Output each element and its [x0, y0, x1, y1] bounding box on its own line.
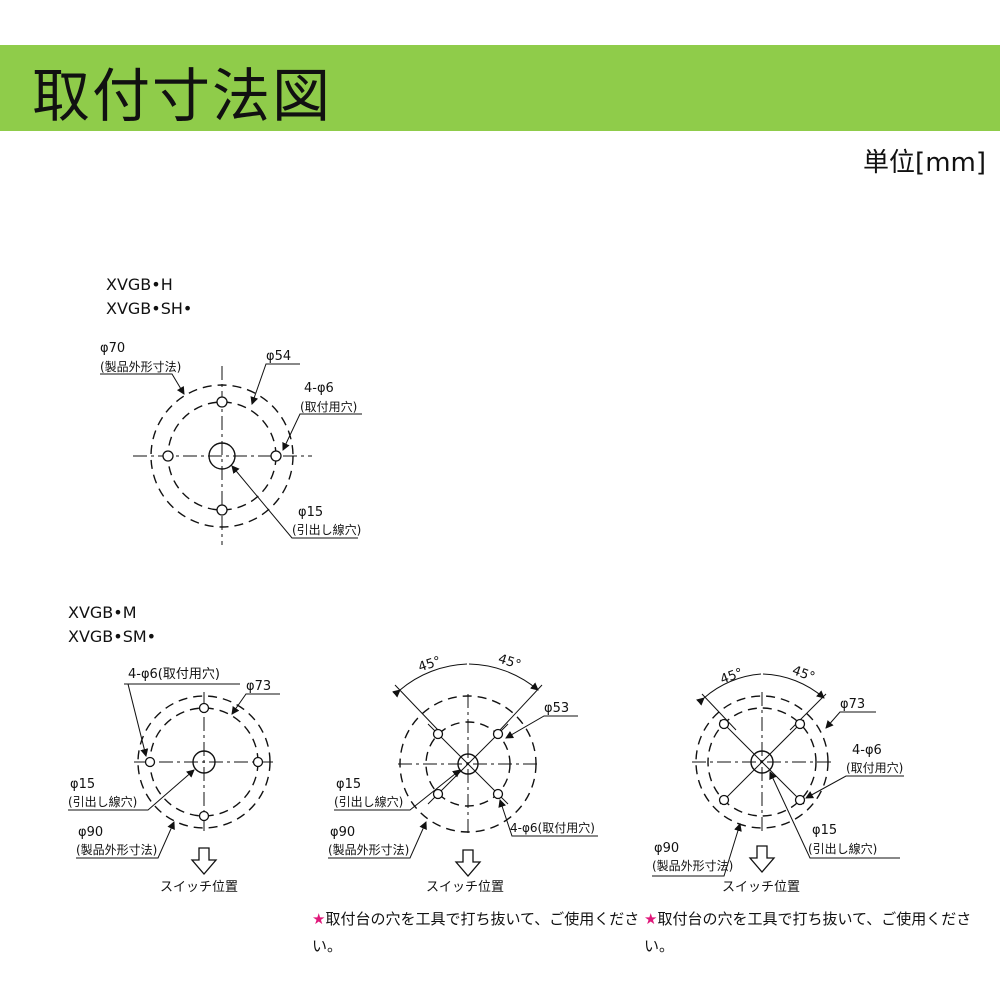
mounting-hole: [216, 504, 228, 516]
phi90-note: (製品外形寸法): [652, 859, 733, 873]
mounting-hole: [252, 756, 264, 768]
phi15-note: (引出し線穴): [292, 522, 361, 537]
mounting-hole: [432, 728, 444, 740]
mounting-hole: [492, 788, 504, 800]
mounting-hole: [718, 718, 730, 730]
angle-label-left: 45°: [416, 654, 443, 675]
diagram-1: XVGB•H XVGB•SH• φ70 (製品外形寸法) φ54 4-φ6 (取…: [100, 275, 362, 545]
leader-phi15: [231, 465, 358, 539]
switch-position-label: スイッチ位置: [426, 880, 504, 895]
phi73-label: φ73: [246, 679, 271, 694]
leader-phi70: [100, 373, 185, 395]
angle-arc-right: [762, 673, 825, 699]
note-text: 取付台の穴を工具で打ち抜いて、ご使用ください。: [644, 910, 972, 955]
phi15-note: (引出し線穴): [68, 794, 137, 809]
leader-holes: [805, 775, 904, 799]
phi70-label: φ70: [100, 341, 125, 356]
mounting-hole: [718, 794, 730, 806]
phi90-label: φ90: [654, 841, 679, 856]
leader-holes: [498, 799, 598, 837]
phi70-note: (製品外形寸法): [100, 360, 181, 374]
holes-note: (取付用穴): [846, 760, 903, 775]
holes-label: 4-φ6(取付用穴): [510, 820, 595, 835]
star-mark: ★: [312, 910, 326, 928]
mounting-hole: [198, 810, 210, 822]
angle-label-right: 45°: [790, 663, 817, 685]
page-title: 取付寸法図: [32, 62, 333, 130]
mounting-hole: [162, 450, 174, 462]
leader-phi90: [76, 821, 175, 859]
note-text: 取付台の穴を工具で打ち抜いて、ご使用ください。: [312, 910, 640, 955]
phi15-label: φ15: [70, 777, 95, 792]
diagram-3: 45° 45° φ53 φ15 (引出し線穴) 4-φ6(取付用穴) φ90 (…: [328, 652, 598, 895]
phi90-label: φ90: [330, 825, 355, 840]
angle-label-right: 45°: [496, 652, 523, 673]
mounting-hole: [198, 702, 210, 714]
cable-hole: [192, 750, 216, 774]
leader-holes: [127, 683, 149, 757]
leader-phi90: [652, 823, 742, 877]
mounting-hole: [794, 718, 806, 730]
switch-position-arrow: [748, 845, 776, 873]
phi15-note: (引出し線穴): [334, 794, 403, 809]
diagonal-line: [719, 719, 805, 805]
leader-phi53: [505, 715, 578, 739]
angle-arc-right: [468, 663, 539, 691]
model-name: XVGB•M: [68, 603, 137, 622]
phi54-label: φ54: [266, 349, 291, 364]
leader-phi90: [328, 821, 427, 859]
leader-phi54: [250, 363, 300, 405]
angle-ext-right: [499, 684, 543, 731]
mounting-hole: [492, 728, 504, 740]
switch-position-arrow: [454, 849, 482, 877]
punch-out-note: ★取付台の穴を工具で打ち抜いて、ご使用ください。: [644, 906, 974, 960]
holes-label: 4-φ6: [852, 743, 882, 758]
phi15-label: φ15: [812, 823, 837, 838]
cable-hole: [457, 753, 479, 775]
cable-hole: [208, 442, 236, 470]
phi53-label: φ53: [544, 701, 569, 716]
leader-holes: [282, 413, 362, 451]
leader-phi15: [68, 769, 195, 811]
phi15-note: (引出し線穴): [808, 841, 877, 856]
model-name: XVGB•SM•: [68, 627, 156, 646]
phi15-label: φ15: [298, 505, 323, 520]
leader-phi15: [334, 769, 461, 811]
phi73-label: φ73: [840, 697, 865, 712]
unit-label: 単位[mm]: [863, 148, 986, 178]
leader-phi73: [825, 711, 876, 729]
phi90-note: (製品外形寸法): [76, 843, 157, 857]
angle-arc-left: [696, 673, 762, 706]
mounting-pitch-circle: [707, 707, 817, 817]
mounting-hole: [216, 396, 228, 408]
phi15-label: φ15: [336, 777, 361, 792]
diagram-2: XVGB•M XVGB•SM• 4-φ6(取付用穴) φ73 φ15 (引出し線…: [68, 603, 280, 895]
mounting-hole: [270, 450, 282, 462]
mounting-hole: [432, 788, 444, 800]
angle-label-left: 45°: [718, 666, 745, 688]
title-bar: 取付寸法図: [0, 45, 1000, 131]
switch-position-arrow: [190, 847, 218, 875]
model-name: XVGB•SH•: [106, 299, 192, 318]
holes-label: 4-φ6(取付用穴): [128, 667, 220, 682]
phi90-label: φ90: [78, 825, 103, 840]
angle-arc-left: [392, 663, 468, 698]
holes-note: (取付用穴): [300, 399, 357, 414]
mounting-hole: [794, 794, 806, 806]
diagram-4: 45° 45° φ73 4-φ6 (取付用穴) φ15 (引出し線穴) φ90 …: [652, 663, 904, 895]
leader-phi15: [769, 771, 900, 859]
switch-position-label: スイッチ位置: [722, 880, 800, 895]
star-mark: ★: [644, 910, 658, 928]
angle-ext-left: [394, 684, 439, 731]
holes-label: 4-φ6: [304, 381, 334, 396]
leader-phi73: [231, 693, 280, 715]
model-name: XVGB•H: [106, 275, 173, 294]
phi90-note: (製品外形寸法): [328, 843, 409, 857]
mounting-hole: [144, 756, 156, 768]
switch-position-label: スイッチ位置: [160, 880, 238, 895]
cable-hole: [750, 750, 774, 774]
punch-out-note: ★取付台の穴を工具で打ち抜いて、ご使用ください。: [312, 906, 642, 960]
